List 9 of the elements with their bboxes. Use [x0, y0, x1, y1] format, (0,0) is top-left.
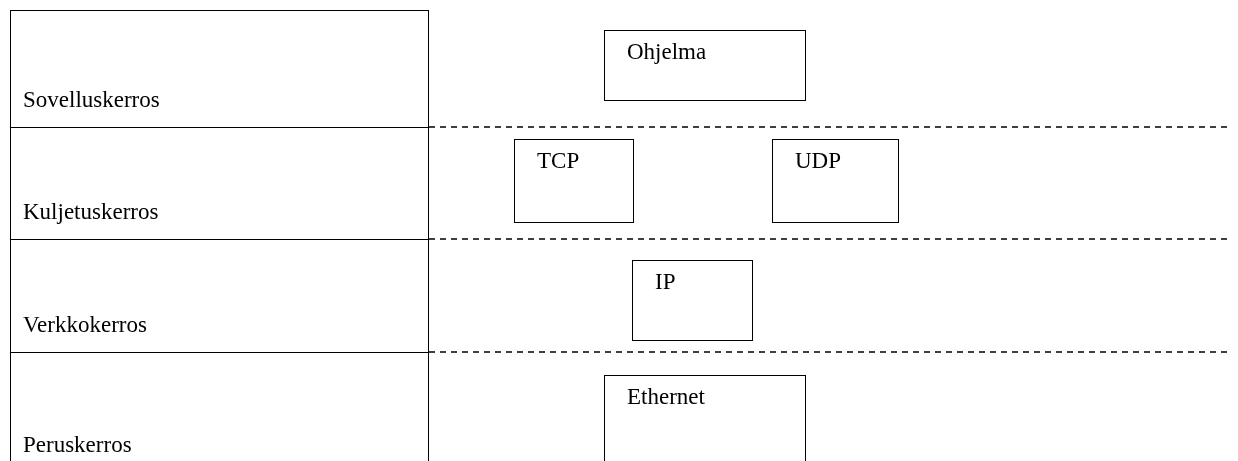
protocol-box: Ohjelma: [604, 30, 806, 101]
protocol-box: IP: [632, 260, 753, 341]
protocol-box: UDP: [772, 139, 899, 223]
protocol-box: Ethernet: [604, 375, 806, 461]
protocol-box: TCP: [514, 139, 634, 223]
layer-cell: Sovelluskerros: [10, 10, 429, 128]
layer-cell: Kuljetuskerros: [10, 127, 429, 240]
layer-cell: Verkkokerros: [10, 239, 429, 353]
layer-cell: Peruskerros: [10, 352, 429, 461]
